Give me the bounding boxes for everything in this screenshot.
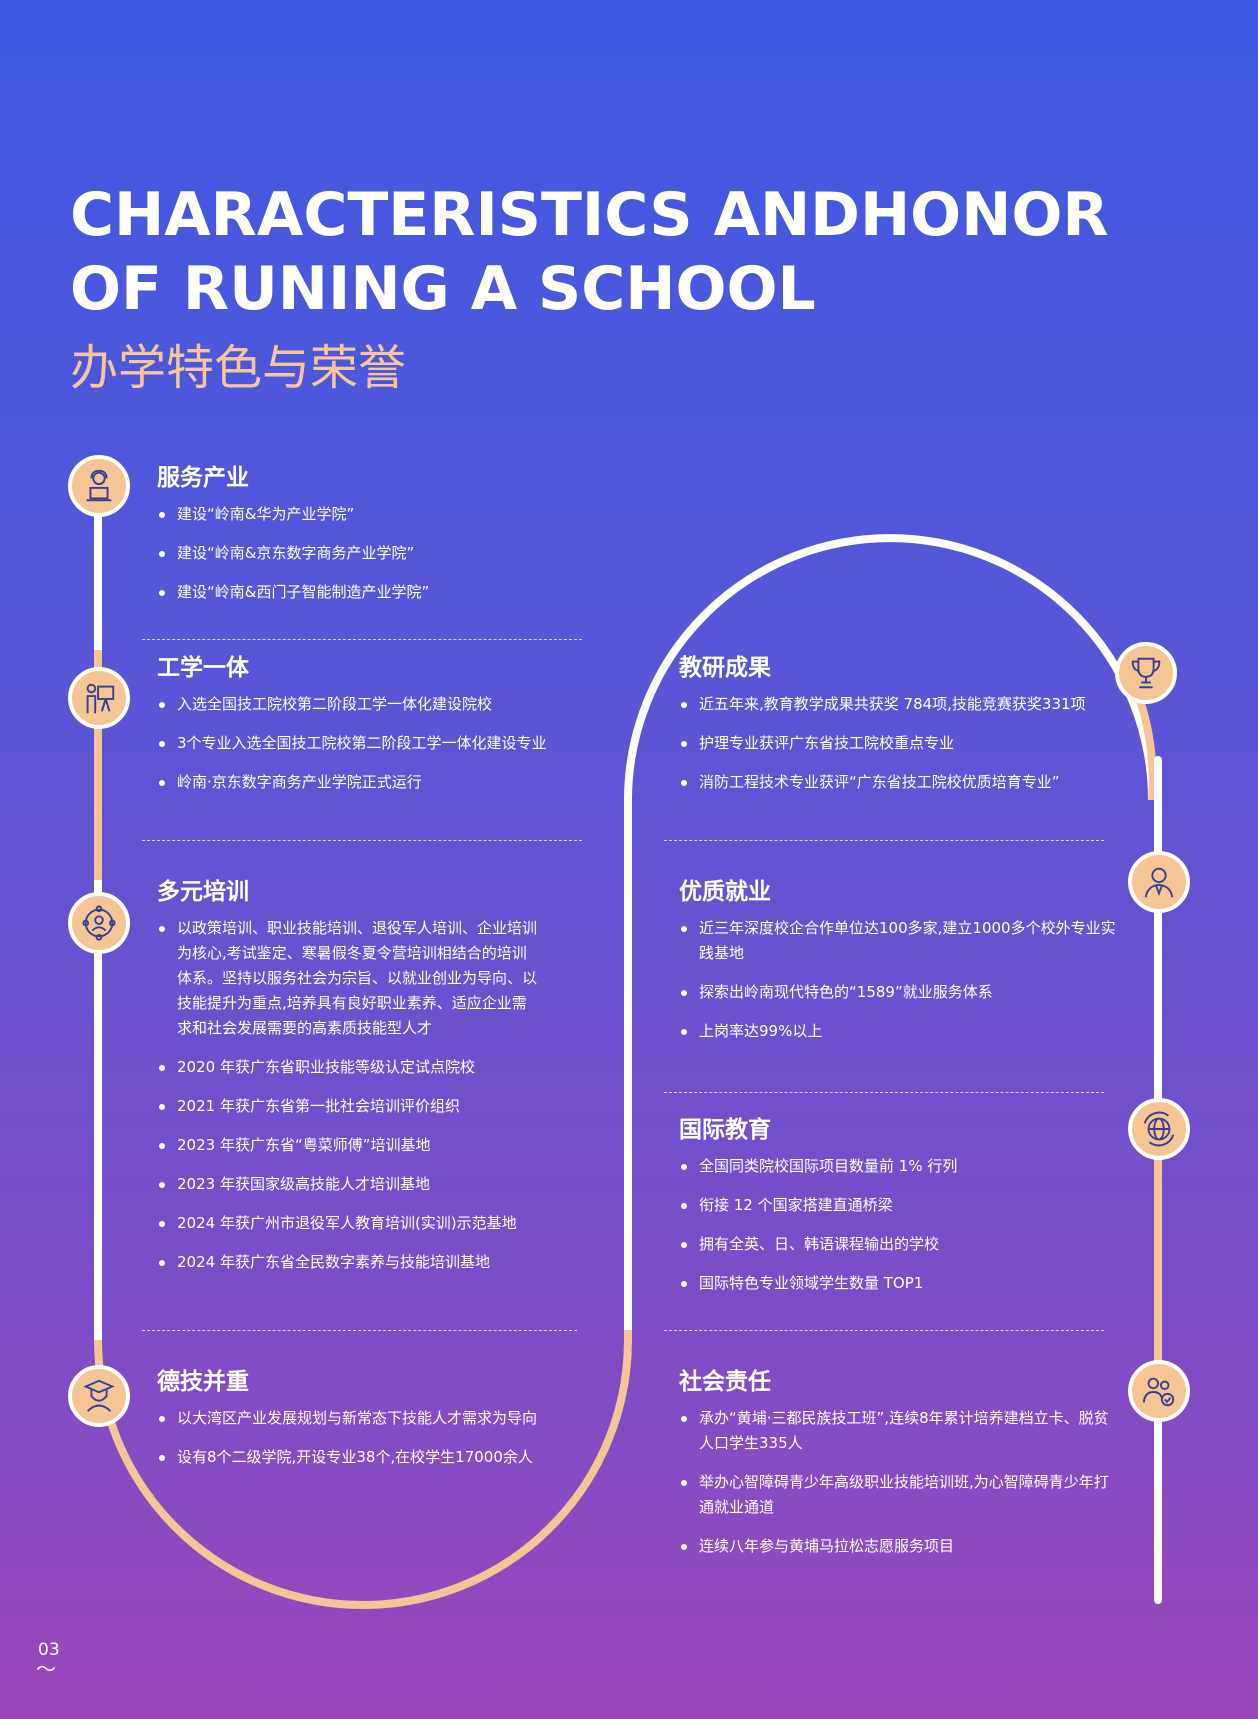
section-title: 国际教育	[679, 1117, 771, 1143]
list-item: 近五年来,教育教学成果共获奖 784项,技能竞赛获奖331项	[679, 692, 1134, 717]
list-item: 探索出岭南现代特色的“1589”就业服务体系	[679, 980, 1124, 1005]
item-list: 以政策培训、职业技能培训、退役军人培训、企业培训为核心,考试鉴定、寒暑假冬夏令营…	[157, 916, 537, 1275]
item-list: 入选全国技工院校第二阶段工学一体化建设院校 3个专业入选全国技工院校第二阶段工学…	[157, 692, 597, 795]
graduate-icon	[83, 1379, 115, 1412]
list-item: 岭南·京东数字商务产业学院正式运行	[157, 770, 597, 795]
list-item: 上岗率达99%以上	[679, 1019, 1124, 1044]
section-title: 工学一体	[157, 655, 249, 681]
section-employment: 优质就业 近三年深度校企合作单位达100多家,建立1000多个校外专业实践基地 …	[679, 876, 1124, 1058]
page-number: 03	[38, 1640, 60, 1660]
section-service: 服务产业 建设“岭南&华为产业学院” 建设“岭南&京东数字商务产业学院” 建设“…	[157, 462, 597, 619]
title-english-line2: OF RUNING A SCHOOL	[70, 254, 816, 324]
divider	[664, 840, 1104, 841]
trophy-icon	[1131, 657, 1161, 689]
globe-icon	[1143, 1111, 1175, 1147]
divider	[664, 1330, 1104, 1331]
people-check-icon	[1142, 1377, 1175, 1407]
service-node	[68, 455, 130, 517]
item-list: 承办“黄埔·三都民族技工班”,连续8年累计培养建档立卡、脱贫人口学生335人 举…	[679, 1406, 1114, 1559]
employee-icon	[1144, 867, 1174, 898]
list-item: 3个专业入选全国技工院校第二阶段工学一体化建设专业	[157, 731, 597, 756]
item-list: 以大湾区产业发展规划与新常态下技能人才需求为导向 设有8个二级学院,开设专业38…	[157, 1406, 597, 1470]
social-node	[1128, 1360, 1190, 1422]
list-item: 连续八年参与黄埔马拉松志愿服务项目	[679, 1534, 1114, 1559]
section-title: 德技并重	[157, 1369, 249, 1395]
training-node	[68, 892, 130, 954]
list-item: 建设“岭南&华为产业学院”	[157, 502, 597, 527]
research-node	[1115, 642, 1177, 704]
item-list: 建设“岭南&华为产业学院” 建设“岭南&京东数字商务产业学院” 建设“岭南&西门…	[157, 502, 597, 605]
list-item: 全国同类院校国际项目数量前 1% 行列	[679, 1154, 1119, 1179]
section-social: 社会责任 承办“黄埔·三都民族技工班”,连续8年累计培养建档立卡、脱贫人口学生3…	[679, 1366, 1114, 1573]
divider	[142, 1330, 577, 1331]
list-item: 2023 年获广东省“粤菜师傅”培训基地	[157, 1133, 537, 1158]
section-research: 教研成果 近五年来,教育教学成果共获奖 784项,技能竞赛获奖331项 护理专业…	[679, 652, 1134, 809]
section-title: 社会责任	[679, 1369, 771, 1395]
list-item: 举办心智障碍青少年高级职业技能培训班,为心智障碍青少年打通就业通道	[679, 1470, 1114, 1520]
list-item: 2024 年获广州市退役军人教育培训(实训)示范基地	[157, 1211, 537, 1236]
list-item: 建设“岭南&西门子智能制造产业学院”	[157, 580, 597, 605]
list-item: 护理专业获评广东省技工院校重点专业	[679, 731, 1134, 756]
list-item: 2024 年获广东省全民数字素养与技能培训基地	[157, 1250, 537, 1275]
title-chinese: 办学特色与荣誉	[70, 340, 407, 396]
list-item: 近三年深度校企合作单位达100多家,建立1000多个校外专业实践基地	[679, 916, 1124, 966]
employment-node	[1128, 851, 1190, 913]
list-item: 衔接 12 个国家搭建直通桥梁	[679, 1193, 1119, 1218]
list-item: 2021 年获广东省第一批社会培训评价组织	[157, 1094, 537, 1119]
item-list: 近五年来,教育教学成果共获奖 784项,技能竞赛获奖331项 护理专业获评广东省…	[679, 692, 1134, 795]
list-item: 2020 年获广东省职业技能等级认定试点院校	[157, 1055, 537, 1080]
section-title: 服务产业	[157, 465, 249, 491]
section-virtue: 德技并重 以大湾区产业发展规划与新常态下技能人才需求为导向 设有8个二级学院,开…	[157, 1366, 597, 1484]
section-title: 多元培训	[157, 879, 249, 905]
list-item: 消防工程技术专业获评“广东省技工院校优质培育专业”	[679, 770, 1134, 795]
section-international: 国际教育 全国同类院校国际项目数量前 1% 行列 衔接 12 个国家搭建直通桥梁…	[679, 1114, 1119, 1310]
divider	[142, 840, 582, 841]
list-item: 入选全国技工院校第二阶段工学一体化建设院校	[157, 692, 597, 717]
section-title: 优质就业	[679, 879, 771, 905]
list-item: 建设“岭南&京东数字商务产业学院”	[157, 541, 597, 566]
list-item: 承办“黄埔·三都民族技工班”,连续8年累计培养建档立卡、脱贫人口学生335人	[679, 1406, 1114, 1456]
list-item: 以政策培训、职业技能培训、退役军人培训、企业培训为核心,考试鉴定、寒暑假冬夏令营…	[157, 916, 537, 1041]
title-english: CHARACTERISTICS ANDHONOR OF RUNING A SCH…	[70, 178, 1109, 326]
section-title: 教研成果	[679, 655, 771, 681]
divider	[142, 639, 582, 640]
list-item: 国际特色专业领域学生数量 TOP1	[679, 1271, 1119, 1296]
virtue-node	[68, 1365, 130, 1427]
section-training: 多元培训 以政策培训、职业技能培训、退役军人培训、企业培训为核心,考试鉴定、寒暑…	[157, 876, 537, 1289]
network-people-icon	[82, 905, 116, 941]
title-english-line1: CHARACTERISTICS ANDHONOR	[70, 180, 1109, 250]
list-item: 以大湾区产业发展规划与新常态下技能人才需求为导向	[157, 1406, 597, 1431]
international-node	[1128, 1098, 1190, 1160]
list-item: 拥有全英、日、韩语课程输出的学校	[679, 1232, 1119, 1257]
section-work-study: 工学一体 入选全国技工院校第二阶段工学一体化建设院校 3个专业入选全国技工院校第…	[157, 652, 597, 809]
teacher-board-icon	[86, 683, 115, 714]
work-study-node	[68, 667, 130, 729]
item-list: 近三年深度校企合作单位达100多家,建立1000多个校外专业实践基地 探索出岭南…	[679, 916, 1124, 1044]
list-item: 设有8个二级学院,开设专业38个,在校学生17000余人	[157, 1445, 597, 1470]
item-list: 全国同类院校国际项目数量前 1% 行列 衔接 12 个国家搭建直通桥梁 拥有全英…	[679, 1154, 1119, 1296]
list-item: 2023 年获国家级高技能人才培训基地	[157, 1172, 537, 1197]
wave-icon: 〜	[36, 1657, 56, 1681]
presenter-laptop-icon	[86, 469, 112, 502]
divider	[664, 1092, 1104, 1093]
